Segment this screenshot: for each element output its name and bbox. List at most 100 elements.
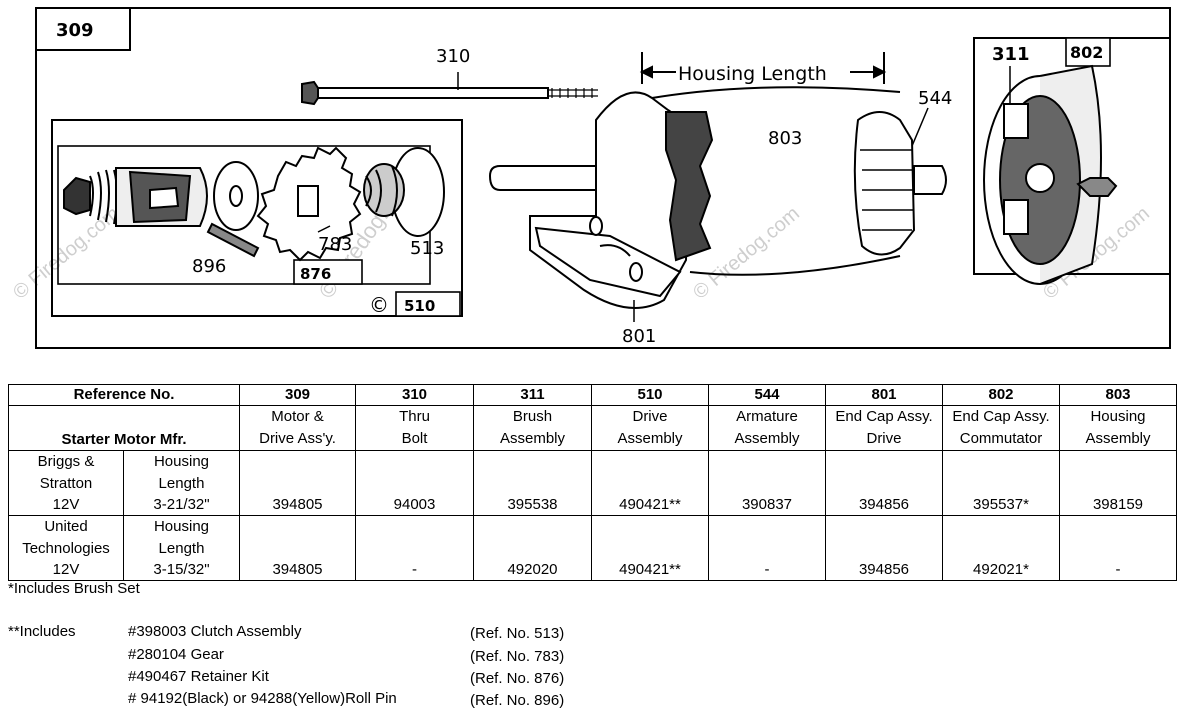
part-802: 395537* [942,495,1060,516]
ref-309: 309 [239,384,356,406]
desc-line: Drive [632,408,668,425]
callout-896: 896 [192,256,226,277]
voltage-cell: 12V [8,560,124,581]
empty-cell [708,450,826,495]
part-544: - [708,560,826,581]
include-item-ref: (Ref. No. 783) [470,648,565,665]
desc-line: Assembly [617,430,683,447]
part-510: 490421** [591,495,709,516]
desc-line: Bolt [401,430,428,447]
housing-length-dimension [639,52,887,84]
desc-line: End Cap Assy. [952,408,1050,425]
brush-set-footnote: *Includes Brush Set [8,580,140,597]
clutch-assembly-part [363,147,445,237]
empty-cell [239,450,356,495]
empty-cell [1059,515,1177,560]
desc-line: Thru [399,408,430,425]
empty-cell [239,515,356,560]
exploded-parts-diagram: © Firedog.com © Firedog.com © Firedog.co… [9,7,1171,349]
desc-line: Assembly [499,430,566,447]
part-311: 492020 [473,560,592,581]
callout-803: 803 [768,128,802,149]
len-line: Housing [153,518,210,535]
mfr-line: United [44,518,88,535]
description-row: Starter Motor Mfr. Motor &Drive Ass'y. T… [8,405,1177,451]
desc-line: Housing [1090,408,1146,425]
housing-part [651,86,901,276]
callout-310: 310 [436,46,470,67]
roll-pin-part [206,222,260,258]
part-number-row: 12V 3-15/32" 394805 - 492020 490421** - … [8,560,1177,581]
part-311: 395538 [473,495,592,516]
reference-number-header: Reference No. [8,384,240,406]
length-value-cell: 3-15/32" [123,560,240,581]
empty-cell [942,515,1060,560]
armature-assembly-part [853,111,947,256]
empty-cell [942,450,1060,495]
desc-line: Assembly [734,430,800,447]
washer-part [213,161,259,231]
end-cap-commutator-box [1065,37,1111,67]
gear-part [256,146,362,262]
retainer-kit-box [293,259,363,285]
callout-801: 801 [622,326,656,347]
part-544: 390837 [708,495,826,516]
empty-cell [591,515,709,560]
empty-cell [473,515,592,560]
empty-cell [825,515,943,560]
part-802: 492021* [942,560,1060,581]
desc-line: Brush [512,408,553,425]
include-item-part: # 94192(Black) or 94288(Yellow)Roll Pin [128,690,397,707]
callout-783: 783 [318,234,352,255]
empty-cell [355,450,474,495]
desc-line: Motor & [271,408,324,425]
ref-802: 802 [942,384,1060,406]
part-803: - [1059,560,1177,581]
figure-number-box [35,7,131,51]
reference-number-row: Reference No. 309 310 311 510 544 801 80… [8,384,1177,406]
ref-803: 803 [1059,384,1177,406]
len-line: Length [158,475,205,492]
desc-802: End Cap Assy.Commutator [942,405,1060,451]
commutator-end-cap-part [983,64,1118,285]
drive-assembly-inset [51,119,463,317]
empty-cell [1059,450,1177,495]
drive-assembly-box [395,291,461,317]
part-801: 394856 [825,560,943,581]
callout-510: 510 [404,297,435,315]
include-item-ref: (Ref. No. 513) [470,625,565,642]
thru-bolt-part [301,80,598,106]
ref-544: 544 [708,384,826,406]
empty-cell [825,450,943,495]
clutch-spring-part [63,167,208,227]
callout-513: 513 [410,238,444,259]
length-value-cell: 3-21/32" [123,495,240,516]
ref-801: 801 [825,384,943,406]
include-item-ref: (Ref. No. 876) [470,670,565,687]
callout-544: 544 [918,88,952,109]
part-309: 394805 [239,495,356,516]
part-510: 490421** [591,560,709,581]
part-803: 398159 [1059,495,1177,516]
include-item-part: #490467 Retainer Kit [128,668,269,685]
len-line: Housing [153,453,210,470]
empty-cell [591,450,709,495]
end-cap-drive-part [488,91,688,309]
desc-line: End Cap Assy. [835,408,933,425]
mfr-line: Stratton [39,475,93,492]
copyright-symbol: © [369,293,389,317]
starter-motor-mfr-header: Starter Motor Mfr. [8,405,240,451]
housing-length-label: Housing Length [678,63,827,85]
callout-802: 802 [1070,43,1103,62]
desc-line: Drive [866,430,902,447]
desc-309: Motor &Drive Ass'y. [239,405,356,451]
len-line: Length [158,540,205,557]
